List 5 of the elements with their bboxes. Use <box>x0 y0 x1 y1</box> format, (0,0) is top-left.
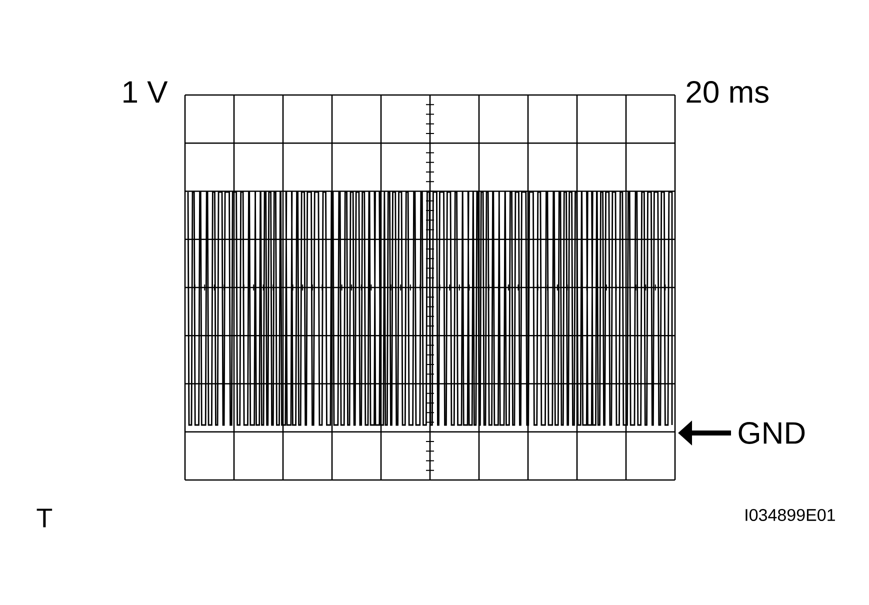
axis-label: 1 V <box>124 81 168 103</box>
axis-label: GND <box>738 422 805 444</box>
axis-label: I034899E01 <box>746 508 835 522</box>
axis-label: 20 ms <box>686 81 768 103</box>
axis-label: T <box>36 508 52 528</box>
